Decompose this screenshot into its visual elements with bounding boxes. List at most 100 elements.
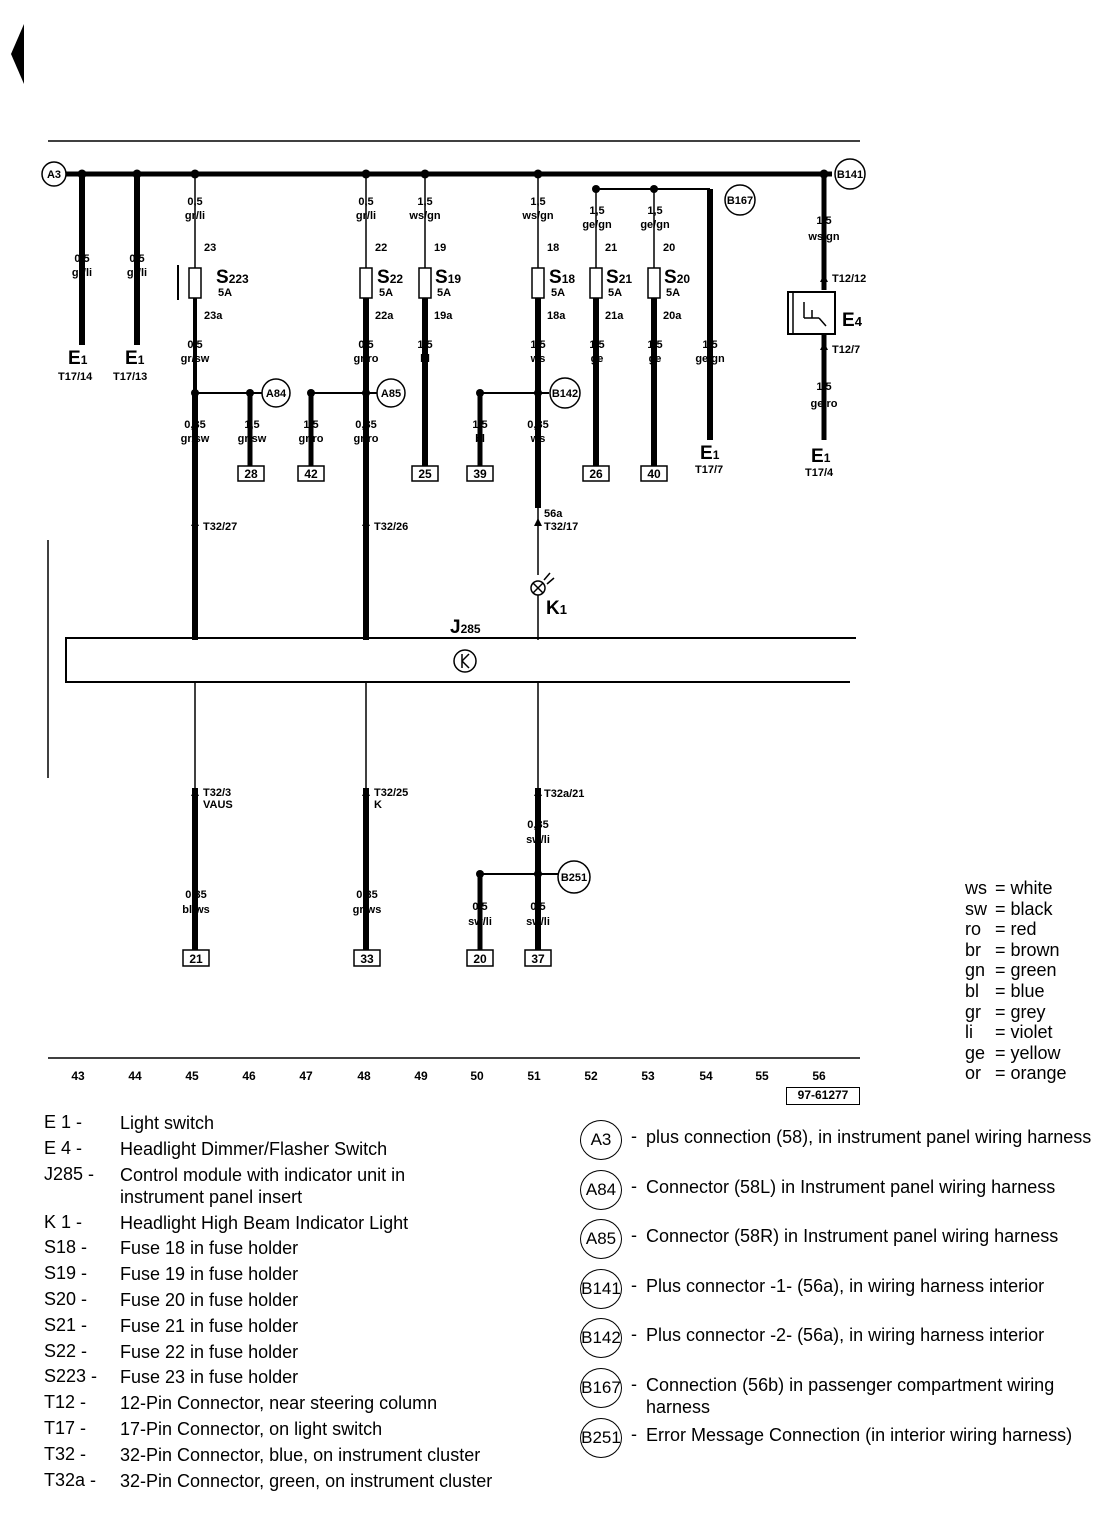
node-b142: B142 xyxy=(549,377,581,409)
svg-text:1,5: 1,5 xyxy=(589,339,604,351)
svg-text:53: 53 xyxy=(641,1069,655,1083)
connection-badge: A3 xyxy=(580,1120,622,1160)
svg-text:gr/ro: gr/ro xyxy=(298,433,323,445)
svg-text:gr/li: gr/li xyxy=(356,210,376,222)
svg-text:50: 50 xyxy=(470,1069,484,1083)
svg-text:22: 22 xyxy=(375,242,387,254)
svg-text:51: 51 xyxy=(527,1069,541,1083)
svg-text:1,5: 1,5 xyxy=(244,419,259,431)
svg-text:gr/sw: gr/sw xyxy=(238,433,267,445)
fuse-s20-icon xyxy=(647,267,661,299)
svg-text:0,35: 0,35 xyxy=(355,419,376,431)
node-a85: A85 xyxy=(376,378,406,408)
svg-text:49: 49 xyxy=(414,1069,428,1083)
svg-text:28: 28 xyxy=(244,467,258,481)
node-a3: A3 xyxy=(41,161,67,187)
svg-text:0,5: 0,5 xyxy=(187,339,202,351)
svg-text:1,5: 1,5 xyxy=(589,205,604,217)
svg-text:5A: 5A xyxy=(666,287,680,299)
svg-text:T12/7: T12/7 xyxy=(832,344,860,356)
ground-box-21: 21 xyxy=(182,949,210,967)
legend-item: ws= white xyxy=(965,878,1053,898)
ground-box-33: 33 xyxy=(353,949,381,967)
svg-text:gr/ws: gr/ws xyxy=(353,904,382,916)
svg-text:T17/13: T17/13 xyxy=(113,371,147,383)
legend-item: or= orange xyxy=(965,1063,1067,1084)
svg-text:1,5: 1,5 xyxy=(303,419,318,431)
svg-text:1,5: 1,5 xyxy=(647,339,662,351)
list-item: E 4 -Headlight Dimmer/Flasher Switch xyxy=(44,1137,388,1159)
list-item: J285 -Control module with indicator unit… xyxy=(44,1163,406,1207)
svg-text:gr/ro: gr/ro xyxy=(353,353,378,365)
list-item: S22 -Fuse 22 in fuse holder xyxy=(44,1340,299,1362)
wiring-diagram: A3 B141 B167 A84 A85 B142 B251 xyxy=(11,24,866,1083)
k1-label: K1 xyxy=(546,598,567,619)
svg-text:bl/ws: bl/ws xyxy=(182,904,210,916)
svg-text:48: 48 xyxy=(357,1069,371,1083)
list-item: B142-Plus connector -2- (56a), in wiring… xyxy=(580,1318,1100,1374)
svg-text:bl: bl xyxy=(475,433,485,445)
list-item: T32 -32-Pin Connector, blue, on instrume… xyxy=(44,1443,481,1465)
svg-text:55: 55 xyxy=(755,1069,769,1083)
connection-badge: B167 xyxy=(580,1367,622,1408)
svg-text:26: 26 xyxy=(589,467,603,481)
connection-badge: A84 xyxy=(580,1169,622,1210)
list-item: T32a -32-Pin Connector, green, on instru… xyxy=(44,1469,493,1491)
diagram-reference-code: 97-61277 xyxy=(786,1087,860,1105)
svg-text:23a: 23a xyxy=(204,310,223,322)
svg-text:gr/sw: gr/sw xyxy=(181,353,210,365)
svg-text:gr/li: gr/li xyxy=(72,267,92,279)
fuse-s22-label: S22 5A xyxy=(377,267,403,299)
svg-text:T17/14: T17/14 xyxy=(58,371,93,383)
svg-text:1,5: 1,5 xyxy=(816,215,831,227)
ground-box-28: 28 xyxy=(237,465,265,482)
svg-text:5A: 5A xyxy=(379,287,393,299)
svg-text:46: 46 xyxy=(242,1069,256,1083)
list-item: S20 -Fuse 20 in fuse holder xyxy=(44,1288,299,1310)
fuse-s20-label: S20 5A xyxy=(664,267,690,299)
svg-text:43: 43 xyxy=(71,1069,85,1083)
svg-text:ge/gn: ge/gn xyxy=(582,219,612,231)
svg-text:0,5: 0,5 xyxy=(74,253,89,265)
svg-text:ws/gn: ws/gn xyxy=(807,231,839,243)
svg-text:1,5: 1,5 xyxy=(472,419,487,431)
list-item: S18 -Fuse 18 in fuse holder xyxy=(44,1237,299,1259)
node-b251: B251 xyxy=(557,860,591,894)
fuse-s21-icon xyxy=(589,267,603,299)
svg-text:S22: S22 xyxy=(377,267,403,288)
connection-list: A3-plus connection (58), in instrument p… xyxy=(580,1120,1100,1473)
svg-text:E1: E1 xyxy=(125,348,145,369)
svg-text:0,35: 0,35 xyxy=(527,419,548,431)
svg-text:18a: 18a xyxy=(547,310,566,322)
legend-item: gn= green xyxy=(965,960,1057,981)
e1-terminal-1: E1 T17/14 xyxy=(58,348,93,383)
list-item: T12 -12-Pin Connector, near steering col… xyxy=(44,1392,438,1414)
component-list: E 1 -Light switch E 4 -Headlight Dimmer/… xyxy=(44,1112,564,1495)
fuse-s19-icon xyxy=(418,267,432,299)
legend-item: gr= grey xyxy=(965,1001,1046,1022)
e1-terminal-3: E1 T17/7 xyxy=(695,443,723,476)
legend-item: ro= red xyxy=(965,919,1037,940)
svg-text:A85: A85 xyxy=(381,388,401,400)
list-item: A85-Connector (58R) in Instrument panel … xyxy=(580,1219,1100,1275)
svg-text:1,5: 1,5 xyxy=(702,339,717,351)
svg-text:T32/3: T32/3 xyxy=(203,787,231,799)
svg-text:40: 40 xyxy=(647,467,661,481)
list-item: T17 -17-Pin Connector, on light switch xyxy=(44,1417,383,1439)
node-b167: B167 xyxy=(724,184,756,216)
svg-text:S21: S21 xyxy=(606,267,632,288)
svg-text:22a: 22a xyxy=(375,310,394,322)
svg-text:18: 18 xyxy=(547,242,559,254)
svg-text:gr/li: gr/li xyxy=(185,210,205,222)
svg-text:T32/25: T32/25 xyxy=(374,787,408,799)
svg-text:E1: E1 xyxy=(811,446,831,467)
svg-text:T32a/21: T32a/21 xyxy=(544,788,584,800)
fuse-s18-label: S18 5A xyxy=(549,267,575,299)
svg-text:21: 21 xyxy=(189,952,203,966)
svg-text:A3: A3 xyxy=(47,169,61,181)
svg-text:T12/12: T12/12 xyxy=(832,273,866,285)
svg-text:gr/ro: gr/ro xyxy=(353,433,378,445)
svg-text:1,5: 1,5 xyxy=(530,339,545,351)
ground-box-39: 39 xyxy=(466,465,494,482)
legend-item: li= violet xyxy=(965,1022,1053,1043)
